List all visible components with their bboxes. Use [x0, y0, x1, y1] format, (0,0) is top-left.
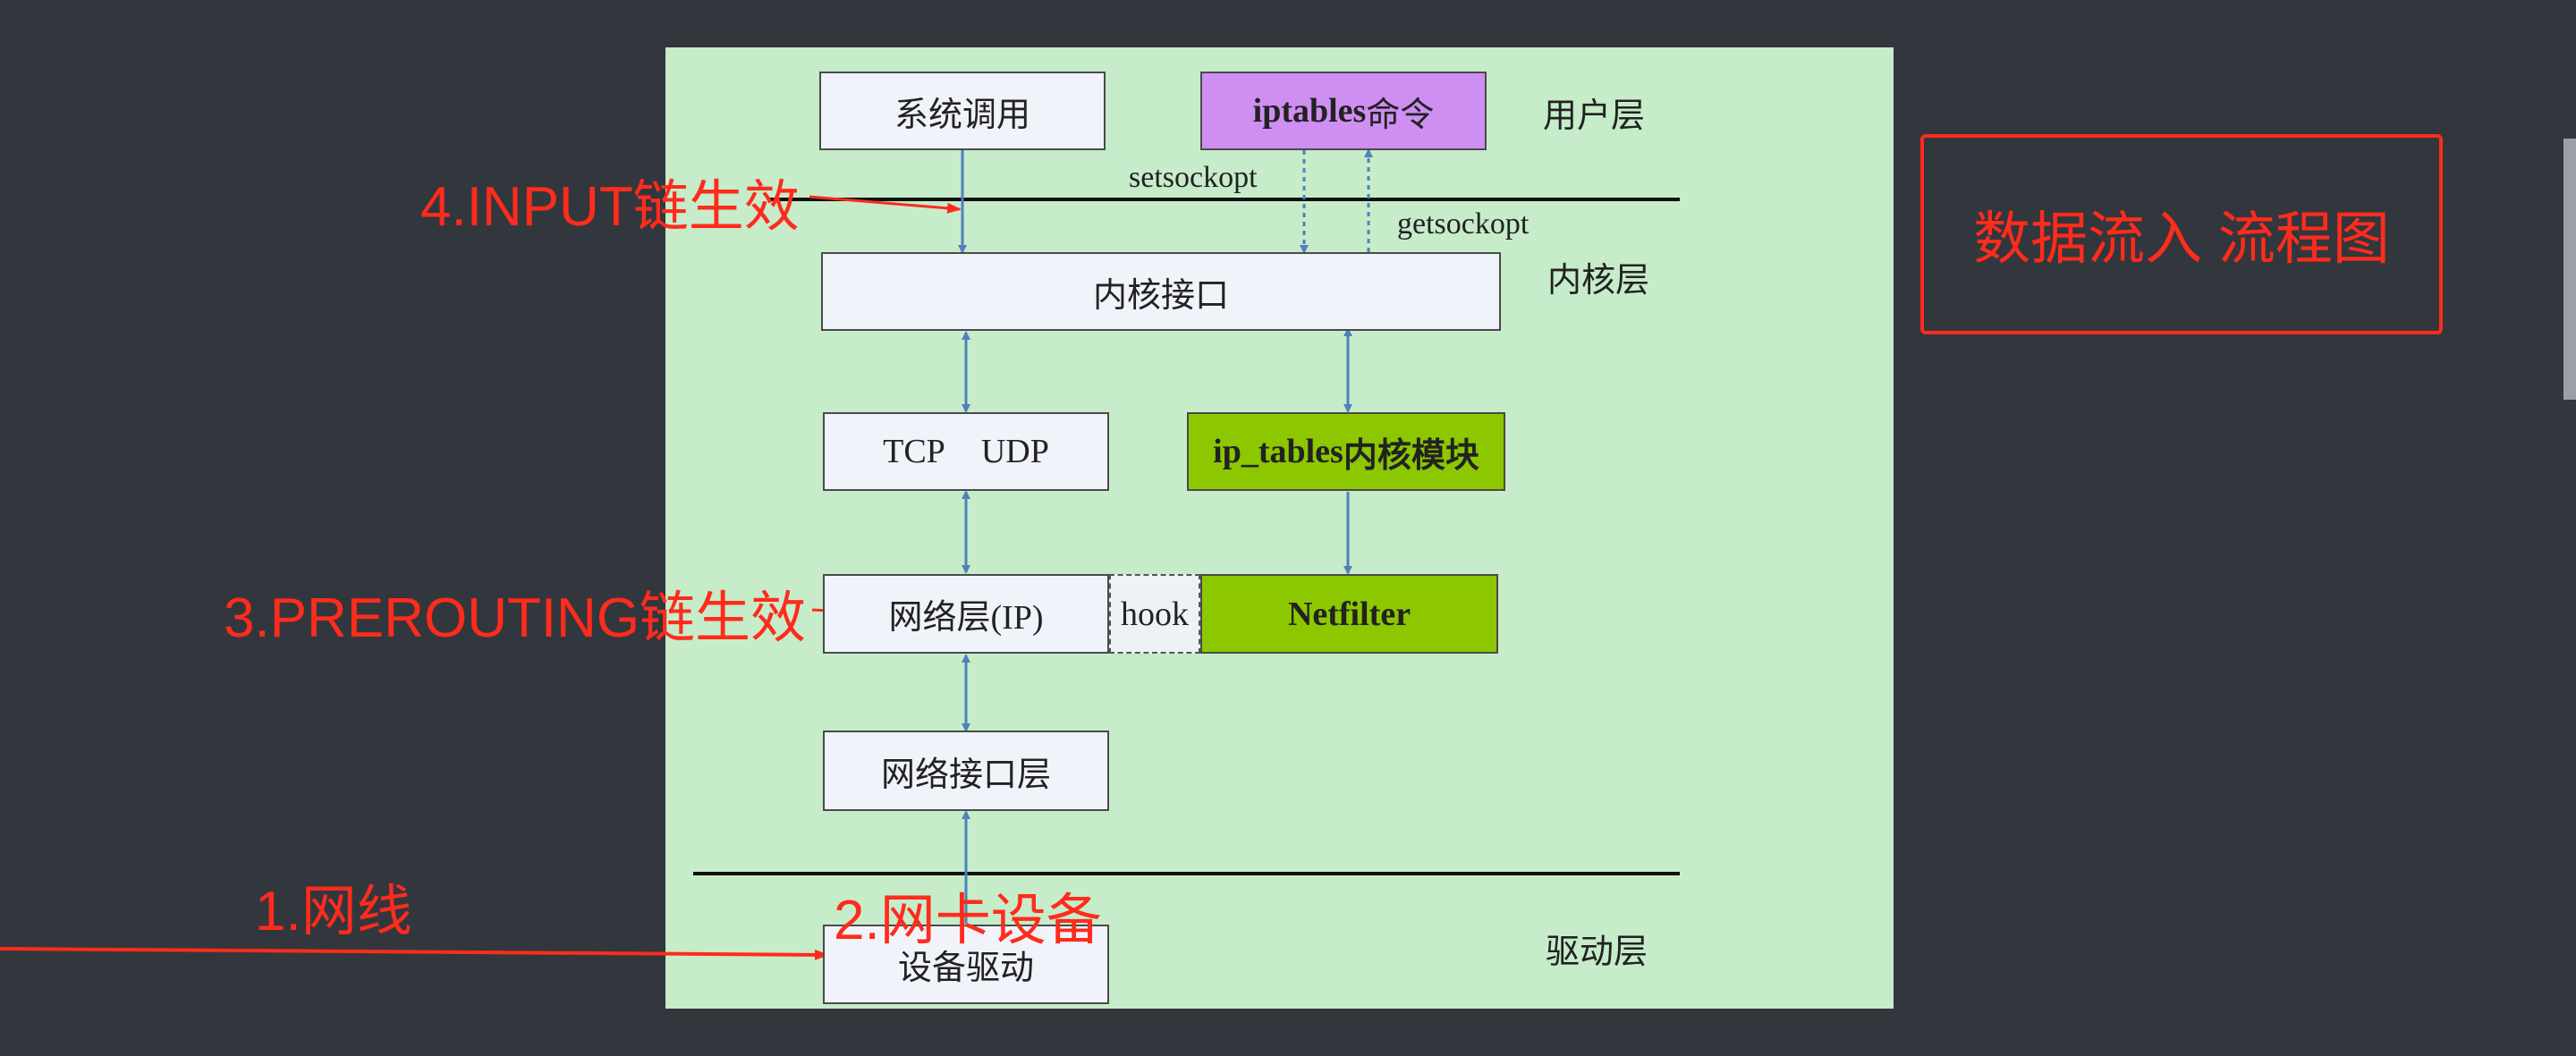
- iptables-command-bold: iptables: [1252, 92, 1367, 130]
- step4-pointer: [809, 195, 962, 214]
- step4-annotation: 4.INPUT链生效: [420, 176, 800, 238]
- hook-label: hook: [1121, 595, 1189, 633]
- network-layer-box: 网络层(IP): [823, 574, 1109, 654]
- tcp-label: TCP: [883, 433, 945, 470]
- network-layer-label: 网络层(IP): [888, 599, 1044, 637]
- user-layer-label: 用户层: [1543, 97, 1646, 135]
- diagram-panel: [665, 47, 1894, 1009]
- netfilter-label: Netfilter: [1287, 595, 1411, 633]
- hook-box: hook: [1109, 574, 1200, 654]
- step3-annotation: 3.PREROUTING链生效: [224, 587, 807, 649]
- network-interface-layer-box: 网络接口层: [823, 731, 1109, 811]
- netfilter-box: Netfilter: [1200, 574, 1498, 654]
- scrollbar[interactable]: [2563, 139, 2576, 400]
- getsockopt-label: getsockopt: [1397, 207, 1530, 241]
- ip-tables-bold: ip_tables: [1213, 433, 1343, 470]
- device-driver-label: 设备驱动: [897, 950, 1034, 987]
- driver-layer-label: 驱动层: [1546, 934, 1648, 971]
- kernel-interface-box: 内核接口: [821, 252, 1501, 331]
- network-interface-layer-label: 网络接口层: [880, 756, 1051, 794]
- syscall-label: 系统调用: [894, 96, 1030, 134]
- tcp-udp-box: TCP UDP: [823, 412, 1109, 491]
- step2-annotation: 2.网卡设备: [834, 890, 1102, 951]
- kernel-interface-label: 内核接口: [1092, 276, 1229, 315]
- udp-label: UDP: [980, 433, 1049, 470]
- syscall-box: 系统调用: [819, 72, 1106, 150]
- title-box: 数据流入 流程图: [1920, 134, 2443, 334]
- kernel-layer-label: 内核层: [1547, 262, 1650, 300]
- flow-title: 数据流入 流程图: [1973, 207, 2390, 271]
- step1-pointer: [0, 947, 829, 960]
- step1-annotation: 1.网线: [255, 881, 412, 942]
- device-driver-box: 设备驱动: [823, 925, 1109, 1004]
- setsockopt-label: setsockopt: [1129, 161, 1258, 194]
- ip-tables-rest: 内核模块: [1343, 436, 1479, 475]
- iptables-command-rest: 命令: [1366, 96, 1435, 134]
